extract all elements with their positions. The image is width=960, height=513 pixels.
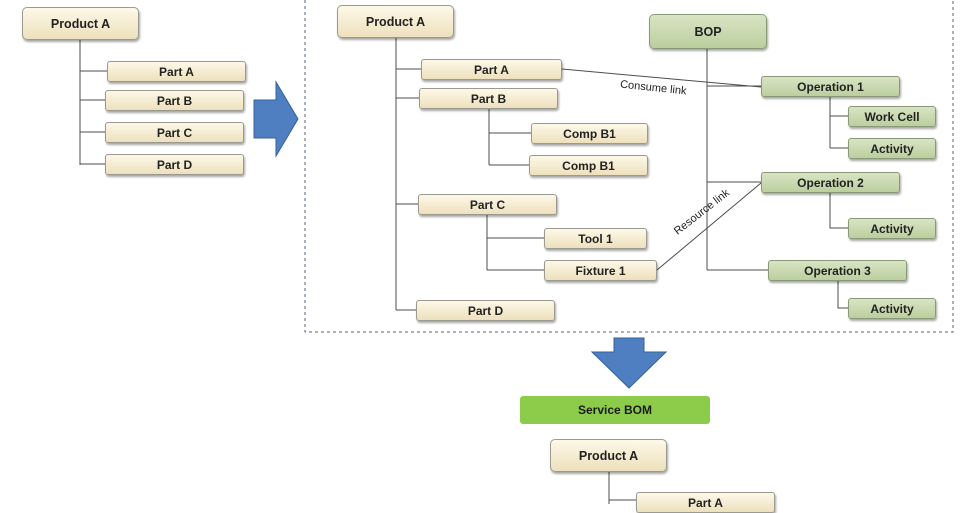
down-arrow-icon: [590, 337, 668, 389]
mbom-product-a: Product A: [337, 5, 454, 38]
bop-activity-2: Activity: [848, 218, 936, 239]
left-product-a: Product A: [22, 7, 139, 40]
left-part-b: Part B: [105, 90, 244, 111]
op3-trunk: [837, 281, 848, 309]
mbom-part-a: Part A: [421, 59, 562, 80]
bop-root: BOP: [649, 14, 767, 49]
bop-operation-2: Operation 2: [761, 172, 900, 193]
left-part-a: Part A: [107, 61, 246, 82]
right-arrow-icon: [253, 80, 299, 158]
consume-link-line: [561, 68, 762, 88]
service-part-a: Part A: [636, 492, 775, 513]
bop-activity-1: Activity: [848, 138, 936, 159]
bop-work-cell: Work Cell: [848, 106, 936, 127]
bop-operation-3: Operation 3: [768, 260, 907, 281]
service-product-a: Product A: [550, 439, 667, 472]
op2-trunk: [829, 193, 848, 229]
bop-activity-3: Activity: [848, 298, 936, 319]
bop-operation-1: Operation 1: [761, 76, 900, 97]
mbom-part-c: Part C: [418, 194, 557, 215]
mbom-comp-b1-second: Comp B1: [529, 155, 648, 176]
mbom-part-d: Part D: [416, 300, 555, 321]
mbom-comp-b1-first: Comp B1: [531, 123, 648, 144]
dashed-frame: [304, 0, 954, 333]
left-part-c: Part C: [105, 122, 244, 143]
mbom-fixture-1: Fixture 1: [544, 260, 657, 281]
service-bom-header: Service BOM: [520, 396, 710, 424]
mbom-tool-1: Tool 1: [544, 228, 647, 249]
left-part-d: Part D: [105, 154, 244, 175]
mbom-part-b: Part B: [419, 88, 558, 109]
resource-link-line: [656, 182, 762, 271]
